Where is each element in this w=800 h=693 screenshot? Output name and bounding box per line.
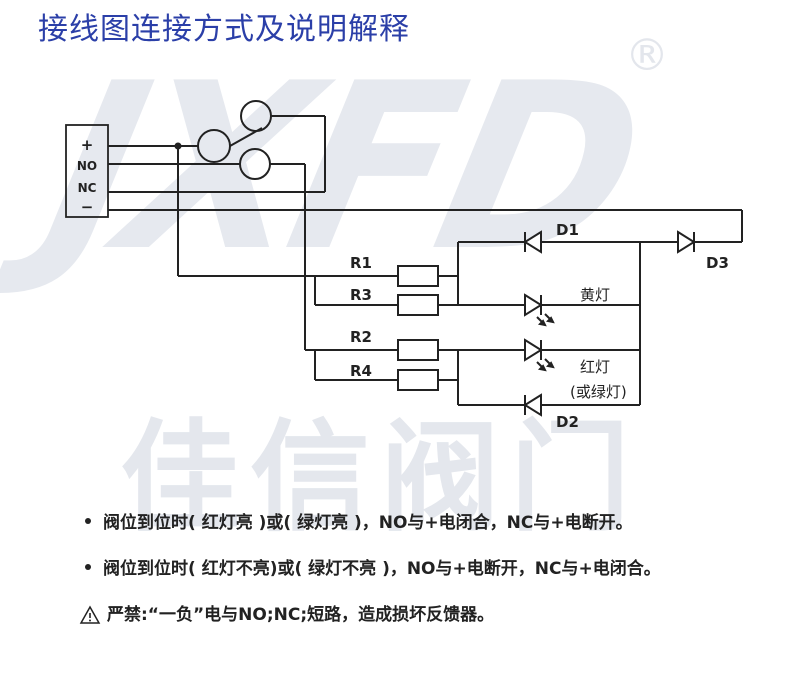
note-item: 阀位到位时( 红灯不亮)或( 绿灯不亮 )，NO与+电断开，NC与+电闭合。 [85, 554, 661, 579]
yellow-lamp-label: 黄灯 [580, 286, 610, 304]
d3-label: D3 [706, 254, 729, 272]
watermark-brand: 佳信阀门 [120, 409, 640, 548]
wiring-diagram: + NO NC − R1 R3 R2 R4 D1 [65, 100, 743, 431]
terminal-minus-label: − [81, 198, 94, 216]
terminal-plus-label: + [81, 136, 94, 154]
bullet-icon [85, 564, 91, 570]
bullet-icon [85, 518, 91, 524]
terminal-nc-label: NC [78, 181, 97, 195]
page-title: 接线图连接方式及说明解释 [38, 12, 410, 47]
note-text: 阀位到位时( 红灯亮 )或( 绿灯亮 )，NO与+电闭合，NC与+电断开。 [103, 513, 633, 533]
terminal-block [65, 124, 109, 218]
switch-contact-bottom [239, 148, 271, 180]
d1-label: D1 [556, 221, 579, 239]
note-text: 阀位到位时( 红灯不亮)或( 绿灯不亮 )，NO与+电断开，NC与+电闭合。 [103, 559, 661, 579]
r1-label: R1 [350, 254, 372, 272]
switch-contact-top [240, 100, 272, 132]
red-lamp-label: 红灯 [580, 358, 610, 376]
warning-note: 严禁:“一负”电与NO;NC;短路，造成损坏反馈器。 [79, 600, 494, 625]
r2-label: R2 [350, 328, 372, 346]
d2-label: D2 [556, 413, 579, 431]
warning-text: 严禁:“一负”电与NO;NC;短路，造成损坏反馈器。 [107, 605, 495, 625]
terminal-no-label: NO [77, 159, 97, 173]
green-lamp-label: (或绿灯) [570, 383, 627, 401]
registered-mark: ® [625, 30, 669, 81]
note-item: 阀位到位时( 红灯亮 )或( 绿灯亮 )，NO与+电闭合，NC与+电断开。 [85, 508, 633, 533]
warning-icon [79, 605, 101, 624]
switch-coil-top [197, 129, 231, 163]
r4-label: R4 [350, 362, 372, 380]
r3-label: R3 [350, 286, 372, 304]
